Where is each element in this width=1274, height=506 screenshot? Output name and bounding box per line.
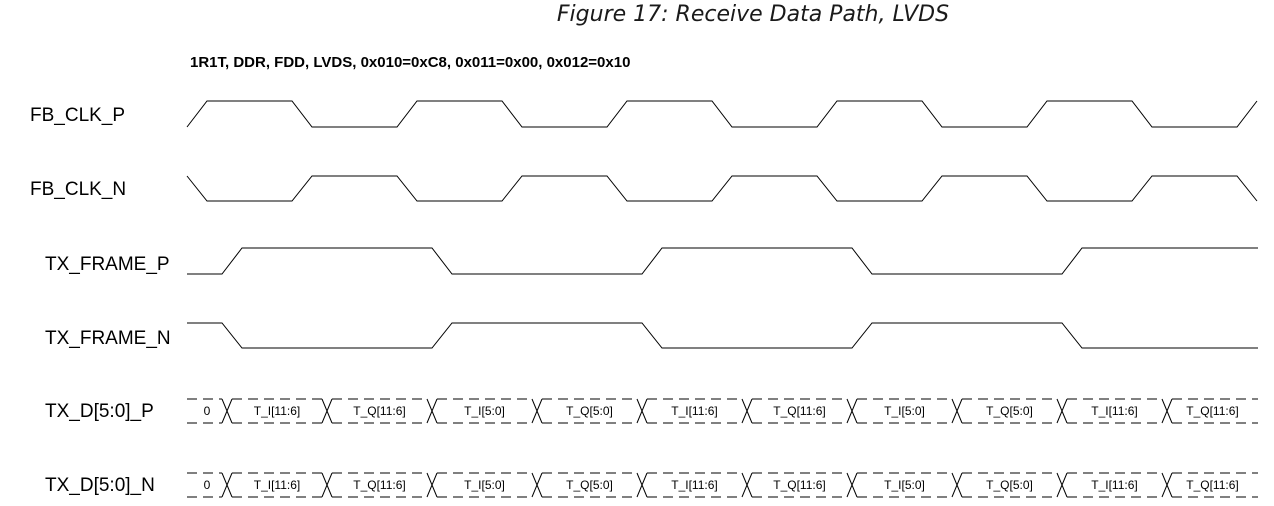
tx-d-n-crossover [741,472,753,498]
tx-d-p-value-label: T_I[11:6] [1091,404,1137,418]
tx-d-p-crossover [426,398,438,424]
tx-d-p-value-label: T_I[5:0] [884,404,925,418]
tx-d-n-value-label: T_I[11:6] [1091,478,1137,492]
tx-frame-n-waveform [187,322,1258,349]
tx-d-p-crossover [321,398,333,424]
tx-d-n-value-label: T_I[5:0] [464,478,505,492]
tx-d-n-value-label: T_Q[11:6] [773,478,825,492]
tx-d-p-value-label: T_Q[5:0] [566,404,613,418]
signal-label-tx-frame-p: TX_FRAME_P [45,254,170,275]
tx-d-p-crossover [531,398,543,424]
tx-d-p-crossover [221,398,233,424]
signal-label-tx-d-p: TX_D[5:0]_P [45,401,154,422]
tx-d-p-value-label: T_Q[11:6] [1186,404,1238,418]
tx-d-n-crossover [426,472,438,498]
tx-d-p-value-label: T_Q[11:6] [353,404,405,418]
fb-clk-n-waveform [186,175,1258,202]
tx-d-p-value-label: T_Q[5:0] [986,404,1033,418]
tx-d-n-value-label: T_Q[11:6] [353,478,405,492]
tx-d-p-crossover [741,398,753,424]
tx-d-n-crossover [951,472,963,498]
tx-d-n-crossover [531,472,543,498]
signal-label-fb-clk-p: FB_CLK_P [30,105,126,126]
tx-d-p-crossover [636,398,648,424]
tx-d-n-value-label: 0 [204,478,211,492]
tx-d-n-value-label: T_Q[11:6] [1186,478,1238,492]
tx-d-p-value-label: T_I[11:6] [254,404,300,418]
tx-d-p-crossover [951,398,963,424]
signal-label-fb-clk-n: FB_CLK_N [30,179,127,200]
tx-d-p-value-label: T_I[5:0] [464,404,505,418]
tx-d-p-crossover [1056,398,1068,424]
config-subtitle: 1R1T, DDR, FDD, LVDS, 0x010=0xC8, 0x011=… [190,54,631,71]
tx-d-p-value-label: T_Q[11:6] [773,404,825,418]
signal-label-tx-frame-n: TX_FRAME_N [45,328,171,349]
tx-frame-p-waveform [187,247,1258,275]
tx-d-n-value-label: T_Q[5:0] [566,478,613,492]
fb-clk-p-waveform [186,100,1258,128]
tx-d-p-crossover [1161,398,1173,424]
tx-d-n-crossover [1161,472,1173,498]
signal-label-tx-d-n: TX_D[5:0]_N [45,475,155,496]
tx-d-p-value-label: T_I[11:6] [671,404,717,418]
tx-d-n-value-label: T_I[11:6] [254,478,300,492]
tx-d-n-crossover [221,472,233,498]
tx-d-n-crossover [1056,472,1068,498]
tx-d-n-crossover [636,472,648,498]
tx-d-n-value-label: T_I[11:6] [671,478,717,492]
tx-d-n-crossover [321,472,333,498]
figure-title: Figure 17: Receive Data Path, LVDS [556,2,950,27]
tx-d-p-value-label: 0 [204,404,211,418]
tx-d-n-value-label: T_Q[5:0] [986,478,1033,492]
tx-d-p-crossover [846,398,858,424]
tx-d-n-crossover [846,472,858,498]
tx-d-n-value-label: T_I[5:0] [884,478,925,492]
